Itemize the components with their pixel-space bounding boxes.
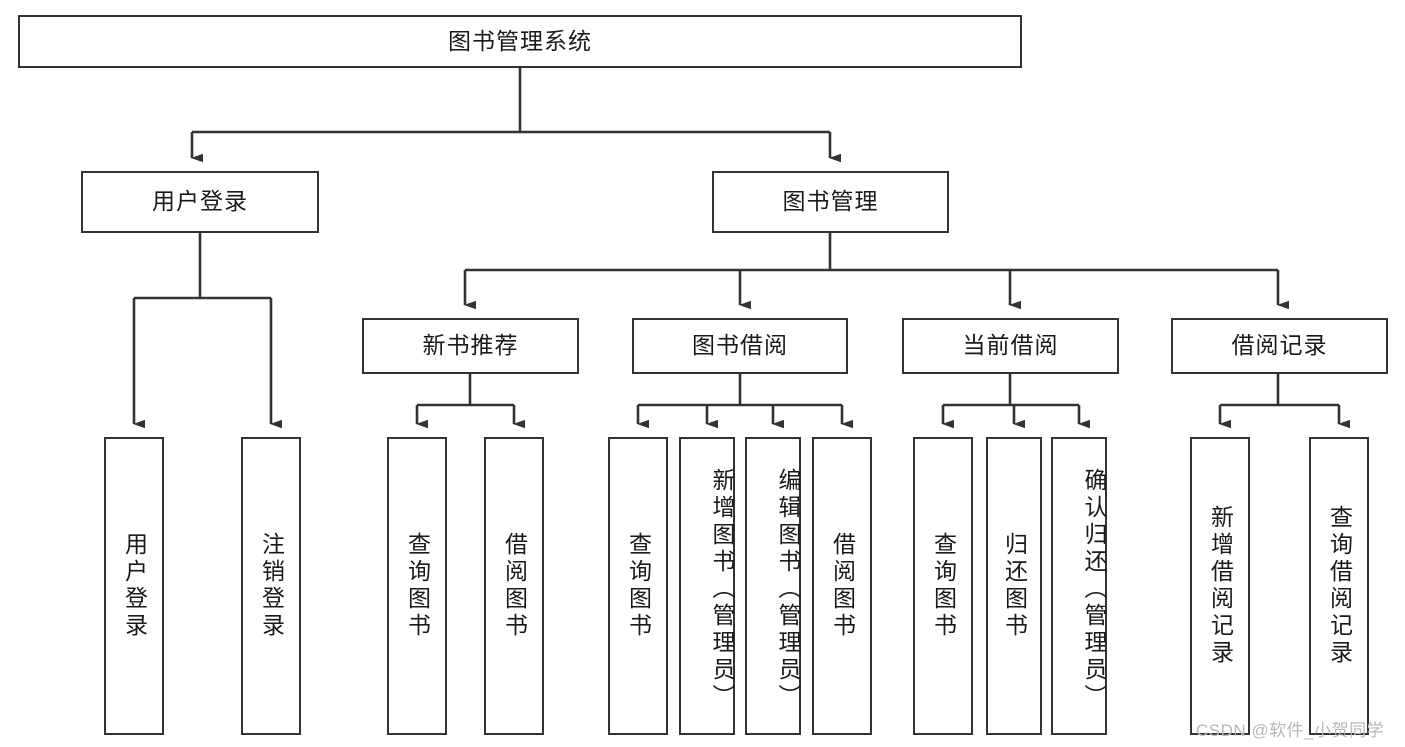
leaf-node-label: 查询图书 [930,532,957,640]
node-leaf-8[interactable]: 查询图书 [913,437,973,735]
node-leaf-10[interactable]: 确认归还（管理员） [1051,437,1107,735]
leaf-node-label: 归还图书 [1001,532,1028,640]
node-leaf-1[interactable]: 注销登录 [241,437,301,735]
leaf-node-label: 查询借阅记录 [1326,505,1353,667]
leaf-node-label: 用户登录 [121,532,148,640]
leaf-node-label: 注销登录 [258,532,285,640]
node-leaf-3[interactable]: 借阅图书 [484,437,544,735]
node-root-main[interactable]: 图书管理系统 [18,15,1022,68]
leaf-node-label: 借阅图书 [829,532,856,640]
node-leaf-2[interactable]: 查询图书 [387,437,447,735]
leaf-node-label: 确认归还（管理员） [1081,467,1107,711]
node-leaf-6[interactable]: 编辑图书（管理员） [745,437,801,735]
leaf-node-label: 编辑图书（管理员） [775,467,801,711]
level3-node-label: 新书推荐 [422,332,519,359]
node-level2-0[interactable]: 用户登录 [81,171,319,233]
node-leaf-11[interactable]: 新增借阅记录 [1190,437,1250,735]
level2-node-label: 图书管理 [782,188,879,215]
level2-node-label: 用户登录 [152,188,248,215]
node-leaf-7[interactable]: 借阅图书 [812,437,872,735]
node-level3-1[interactable]: 图书借阅 [632,318,848,374]
leaf-node-label: 查询图书 [404,532,431,640]
csdn-watermark: CSDN @软件_小贺同学 [1196,721,1385,740]
node-leaf-4[interactable]: 查询图书 [608,437,668,735]
root-node-label: 图书管理系统 [448,27,592,54]
leaf-node-label: 借阅图书 [501,532,528,640]
level3-node-label: 借阅记录 [1231,332,1328,359]
node-leaf-0[interactable]: 用户登录 [104,437,164,735]
node-level3-2[interactable]: 当前借阅 [902,318,1119,374]
level3-node-label: 图书借阅 [692,332,788,359]
leaf-node-label: 新增借阅记录 [1207,505,1234,667]
node-level3-0[interactable]: 新书推荐 [362,318,579,374]
node-leaf-9[interactable]: 归还图书 [986,437,1042,735]
node-level2-1[interactable]: 图书管理 [712,171,949,233]
node-leaf-12[interactable]: 查询借阅记录 [1309,437,1369,735]
leaf-node-label: 查询图书 [625,532,652,640]
leaf-node-label: 新增图书（管理员） [709,467,735,711]
node-leaf-5[interactable]: 新增图书（管理员） [679,437,735,735]
node-level3-3[interactable]: 借阅记录 [1171,318,1388,374]
level3-node-label: 当前借阅 [962,332,1059,359]
